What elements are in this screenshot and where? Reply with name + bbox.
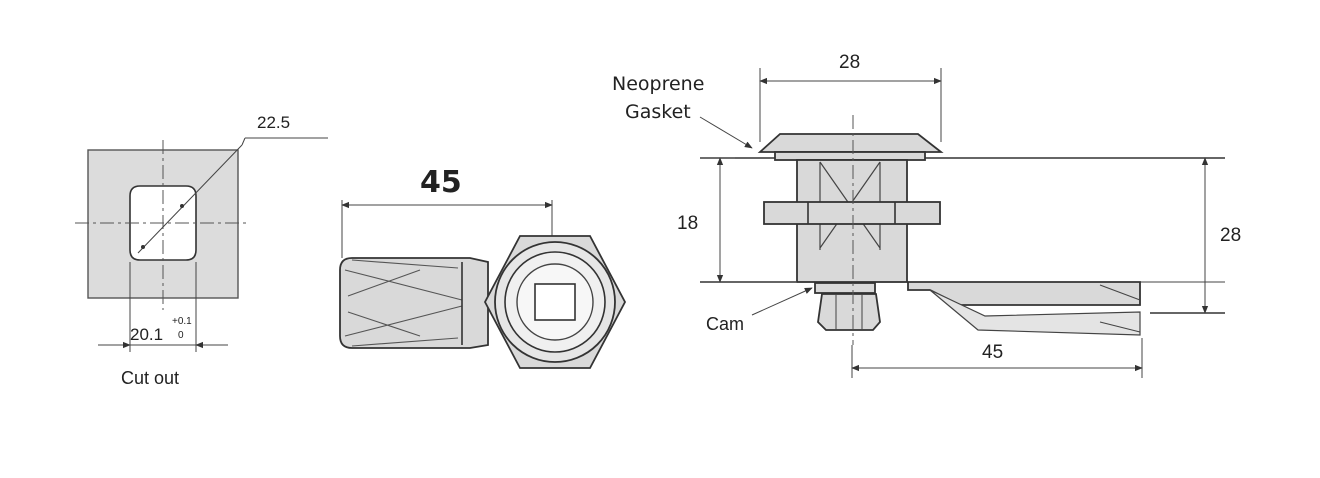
cutout-tol-minus: 0 <box>178 330 184 341</box>
cam-leader <box>751 287 813 316</box>
cam-plate <box>907 281 1141 306</box>
flange-head <box>757 133 944 153</box>
neoprene-gasket <box>774 151 926 161</box>
gasket-label-line2: Gasket <box>625 101 691 123</box>
side-view-drawing <box>699 68 1225 378</box>
side-cam-length-dim: 45 <box>982 342 1003 363</box>
cutout-drawing <box>75 137 328 352</box>
cutout-diagonal-dim: 22.5 <box>257 113 290 132</box>
side-top-width-dim: 28 <box>839 52 860 73</box>
side-body-height-dim: 18 <box>677 213 698 234</box>
gasket-label-line1: Neoprene <box>612 73 704 95</box>
cam-arm <box>339 257 489 349</box>
gasket-leader <box>699 116 753 149</box>
front-view-drawing <box>339 200 627 369</box>
cam-nut <box>817 293 881 331</box>
diagonal-dim-line <box>137 144 243 254</box>
cutout-width-dim: 20.1 <box>130 325 163 344</box>
cutout-caption: Cut out <box>121 368 179 388</box>
square-key-slot <box>534 283 576 321</box>
front-length-dim: 45 <box>420 165 462 200</box>
cam-label: Cam <box>706 314 744 334</box>
cutout-tol-plus: +0.1 <box>172 316 192 327</box>
mounting-nut <box>763 201 941 225</box>
side-total-height-dim: 28 <box>1220 225 1241 246</box>
